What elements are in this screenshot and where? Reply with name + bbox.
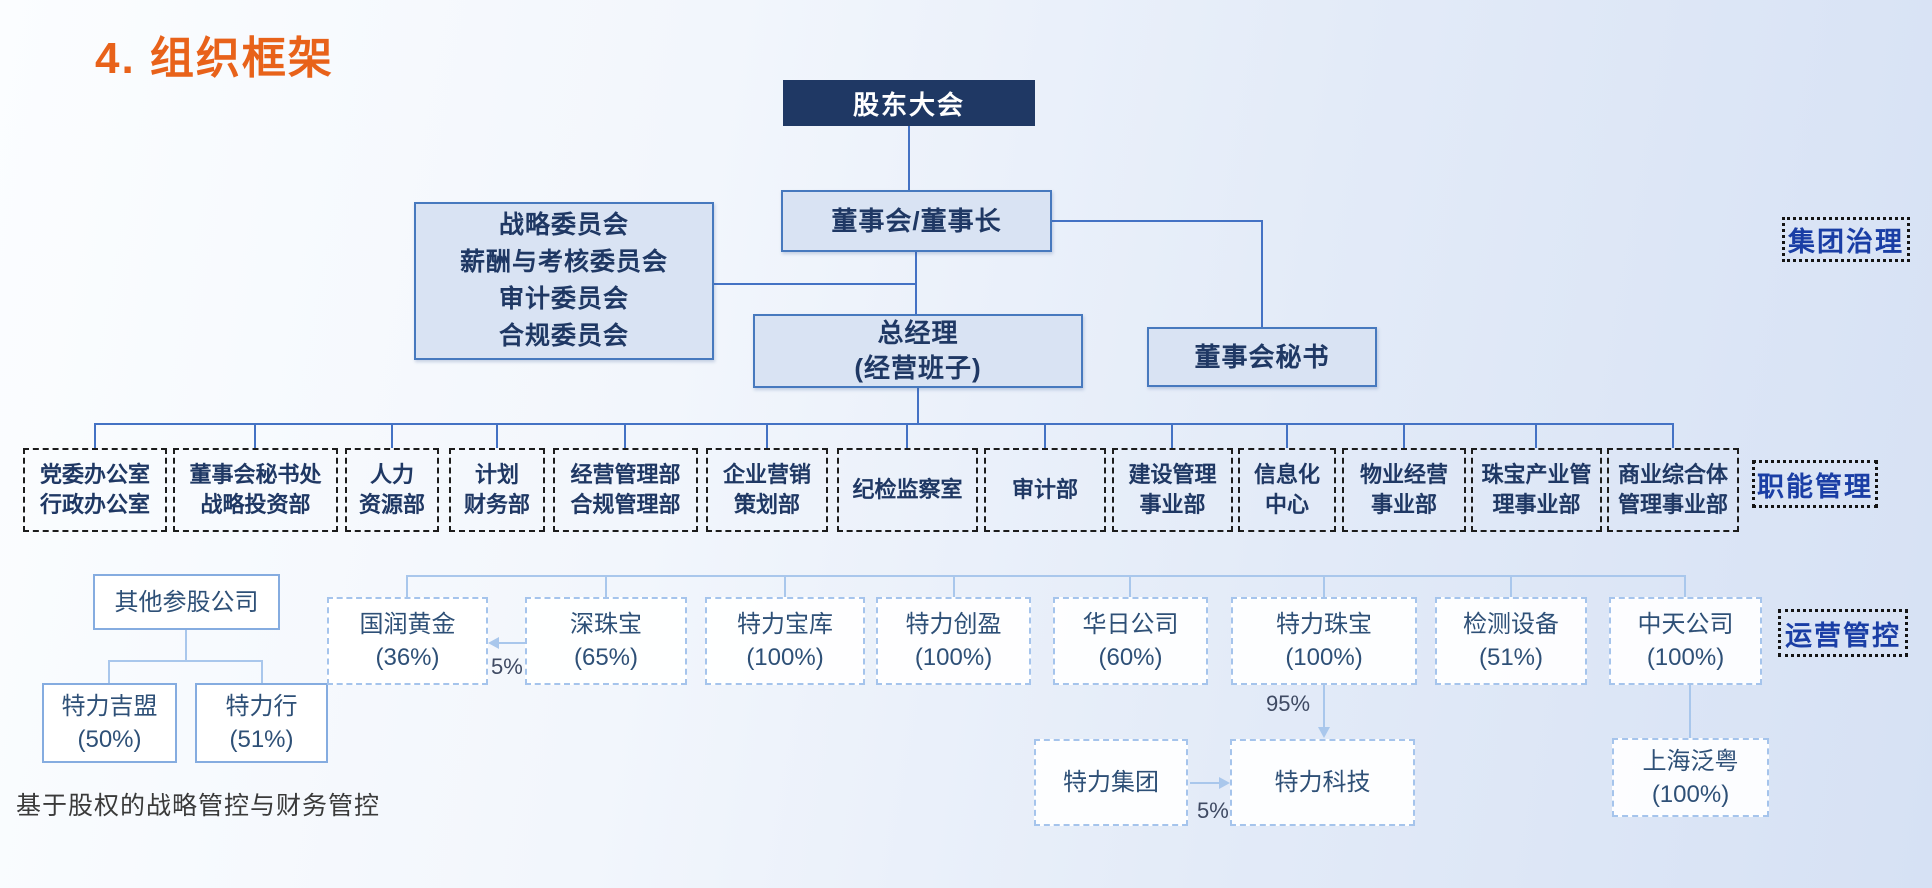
subsidiary-box: 特力珠宝(100%) <box>1231 597 1417 685</box>
connector <box>94 423 96 448</box>
connector <box>605 575 607 597</box>
section-label-functional-management: 职能管理 <box>1752 460 1878 508</box>
connector <box>906 423 908 448</box>
node-other-holdings: 其他参股公司 <box>93 574 280 630</box>
node-holding-child: 特力行 (51%) <box>195 683 328 763</box>
connector <box>1129 575 1131 597</box>
arrow-left-icon <box>488 637 499 649</box>
page-title: 4. 组织框架 <box>95 34 334 83</box>
connector <box>261 660 263 683</box>
connector <box>1510 575 1512 597</box>
subsidiary-box: 国润黄金(36%) <box>327 597 488 685</box>
ownership-label: 5% <box>1197 798 1229 823</box>
connector <box>185 630 187 660</box>
dept-box: 企业营销策划部 <box>706 448 828 532</box>
connector <box>1672 423 1674 448</box>
subsidiary-box: 中天公司(100%) <box>1609 597 1762 685</box>
node-teli-group: 特力集团 <box>1034 739 1188 826</box>
connector <box>496 423 498 448</box>
connector <box>1171 423 1173 448</box>
node-shanghai-fanyue: 上海泛粤 (100%) <box>1612 738 1769 817</box>
subsidiary-box: 特力创盈(100%) <box>876 597 1031 685</box>
connector <box>254 423 256 448</box>
connector <box>1535 423 1537 448</box>
dept-box: 董事会秘书处战略投资部 <box>173 448 338 532</box>
section-label-operation-control: 运营管控 <box>1778 609 1908 657</box>
connector <box>108 660 110 683</box>
dept-box: 商业综合体管理事业部 <box>1607 448 1739 532</box>
connector <box>1323 575 1325 597</box>
subsidiary-box: 深珠宝(65%) <box>525 597 687 685</box>
dept-box: 经营管理部合规管理部 <box>553 448 698 532</box>
connector <box>953 575 955 597</box>
arrow-down-icon <box>1318 727 1330 738</box>
subsidiary-box: 特力宝库(100%) <box>705 597 865 685</box>
connector <box>1323 685 1325 727</box>
connector <box>1689 685 1691 738</box>
dept-box: 纪检监察室 <box>837 448 978 532</box>
dept-box: 物业经营事业部 <box>1342 448 1466 532</box>
connector <box>1403 423 1405 448</box>
node-committees: 战略委员会 薪酬与考核委员会 审计委员会 合规委员会 <box>414 202 714 360</box>
connector <box>1044 423 1046 448</box>
node-board-secretary: 董事会秘书 <box>1147 327 1377 387</box>
dept-box: 人力资源部 <box>345 448 439 532</box>
connector <box>1190 782 1219 784</box>
dept-box: 信息化中心 <box>1238 448 1336 532</box>
connector <box>766 423 768 448</box>
ownership-label: 95% <box>1266 691 1311 716</box>
connector <box>917 388 919 423</box>
connector <box>406 575 408 597</box>
ownership-label: 5% <box>491 654 523 679</box>
connector <box>391 423 393 448</box>
section-label-group-governance: 集团治理 <box>1782 217 1910 262</box>
node-holding-child: 特力吉盟 (50%) <box>42 683 177 763</box>
dept-box: 建设管理事业部 <box>1112 448 1233 532</box>
connector <box>1286 423 1288 448</box>
arrow-right-icon <box>1219 777 1230 789</box>
subsidiary-box: 检测设备(51%) <box>1435 597 1587 685</box>
subsidiary-box: 华日公司(60%) <box>1053 597 1208 685</box>
dept-box: 计划财务部 <box>449 448 545 532</box>
connector <box>406 575 1686 577</box>
node-board-of-directors: 董事会/董事长 <box>781 190 1052 252</box>
connector <box>1261 220 1263 327</box>
dept-box: 审计部 <box>984 448 1106 532</box>
dept-box: 珠宝产业管理事业部 <box>1471 448 1602 532</box>
connector <box>108 660 262 662</box>
node-shareholders-meeting: 股东大会 <box>783 80 1035 126</box>
dept-box: 党委办公室行政办公室 <box>23 448 167 532</box>
connector <box>908 126 910 190</box>
connector <box>1052 220 1263 222</box>
footnote: 基于股权的战略管控与财务管控 <box>16 792 381 820</box>
connector <box>94 423 1674 425</box>
connector <box>714 283 917 285</box>
connector <box>784 575 786 597</box>
node-teli-tech: 特力科技 <box>1230 739 1415 826</box>
connector <box>1684 575 1686 597</box>
node-general-manager: 总经理 (经营班子) <box>753 314 1083 388</box>
connector <box>624 423 626 448</box>
connector <box>498 642 525 644</box>
